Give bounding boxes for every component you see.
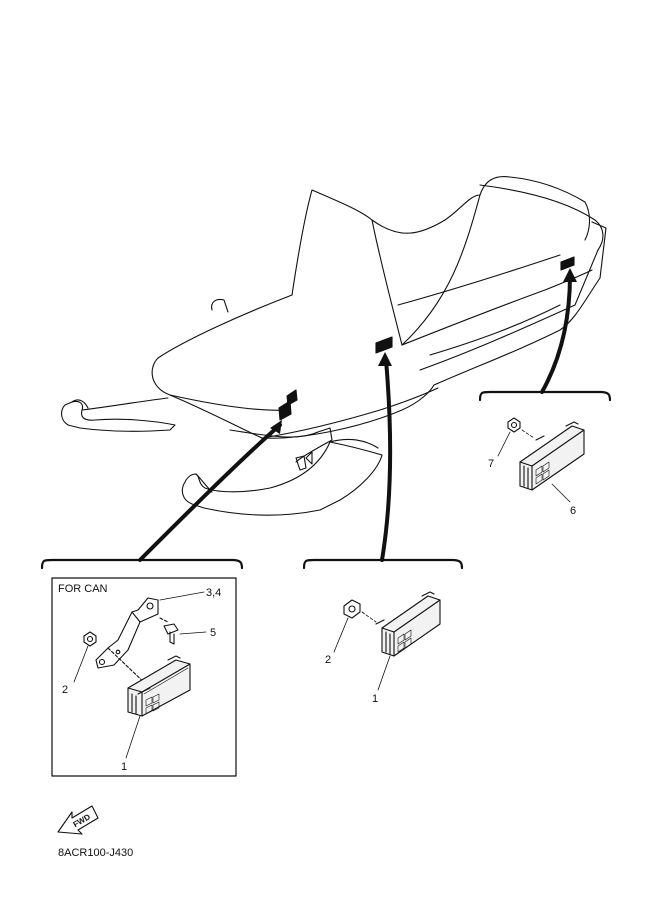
leader-lines [138, 273, 572, 562]
seat [401, 176, 591, 346]
callout-reflector: 1 [121, 761, 127, 773]
reflector [127, 655, 191, 717]
for-can-title: FOR CAN [58, 583, 108, 595]
callout-nut: 2 [62, 684, 68, 696]
front-ski [61, 400, 176, 432]
hood [151, 294, 435, 439]
for-can-box [51, 577, 237, 777]
arrow-head [378, 352, 392, 366]
arrow-head [270, 420, 282, 434]
reflector [519, 421, 585, 491]
callout-nut: 7 [488, 458, 494, 470]
callout-nut: 2 [325, 654, 331, 666]
screw [159, 617, 179, 645]
callout-bracket-bolt: 3,4 [206, 587, 221, 599]
reflector [375, 591, 441, 657]
nut [343, 599, 361, 619]
decal-mark [375, 336, 393, 354]
callout-reflector: 1 [372, 693, 378, 705]
arrow-head [563, 268, 577, 282]
callout-screw: 5 [210, 627, 216, 639]
fwd-arrow-icon [57, 805, 99, 835]
callout-reflector: 6 [570, 505, 576, 517]
diagram-code: 8ACR100-J430 [58, 847, 133, 859]
nut [507, 417, 521, 433]
windshield [291, 189, 403, 346]
group-brackets [40, 390, 612, 570]
decal-mark [560, 256, 575, 271]
reflector-bracket [95, 597, 159, 669]
rear-ski [181, 441, 383, 516]
decal-mark [278, 400, 292, 421]
nut [83, 631, 97, 647]
